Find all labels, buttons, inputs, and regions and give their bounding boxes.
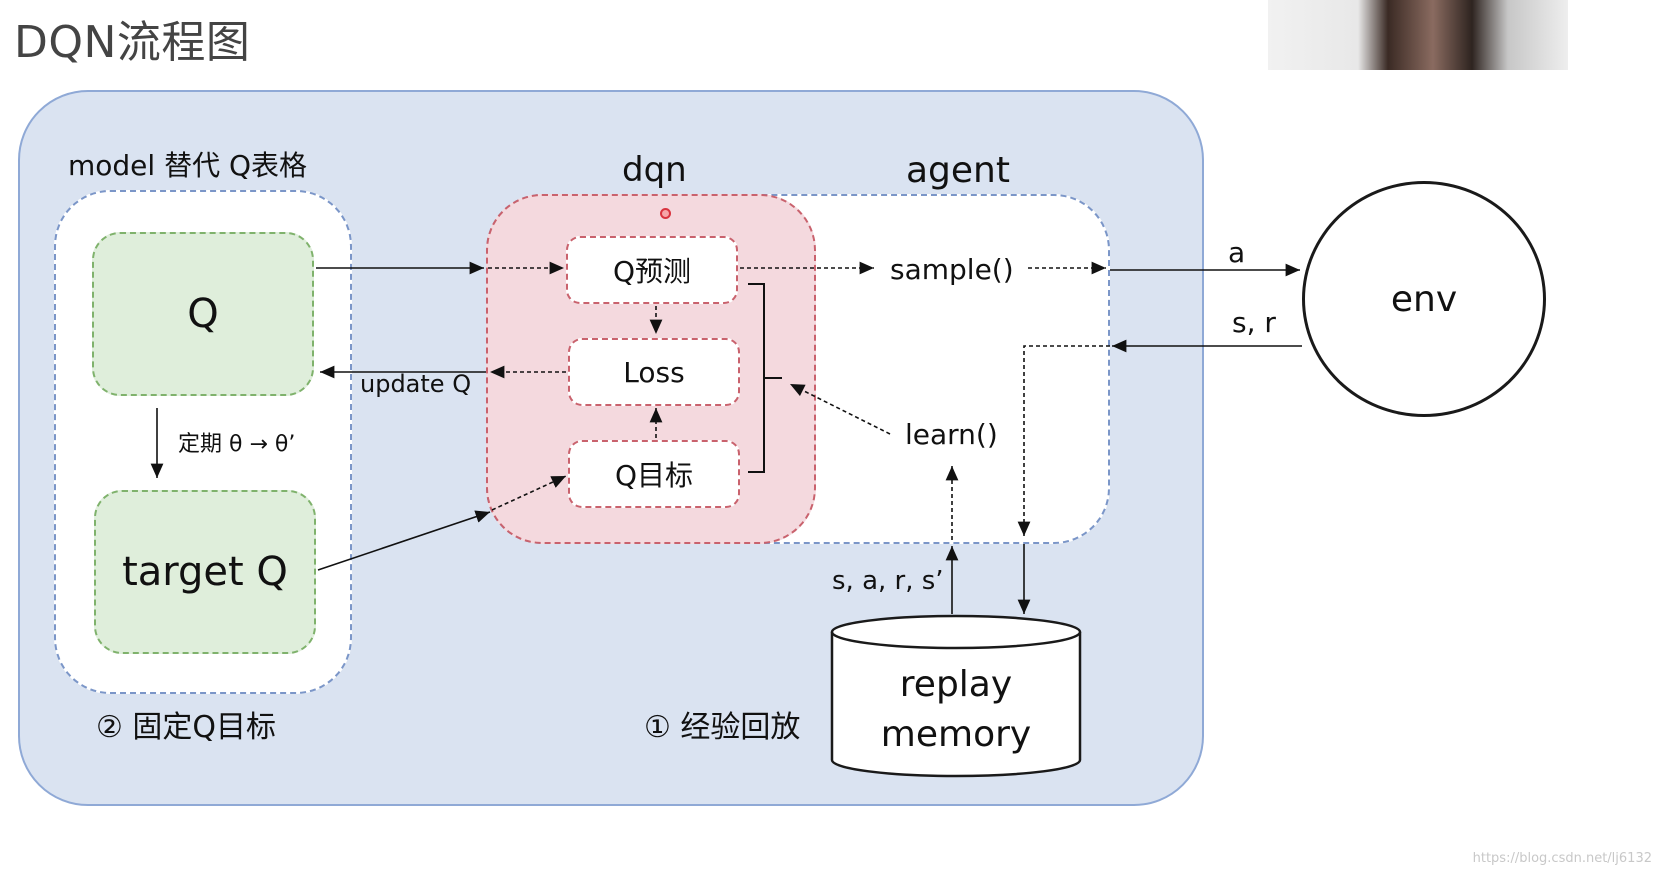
sample-method-label: sample() — [890, 253, 1014, 286]
transition-label: s, a, r, s’ — [832, 566, 944, 596]
q-target-label: Q目标 — [614, 459, 694, 492]
replay-memory-label: replay memory — [832, 660, 1080, 760]
q-predict-label: Q预测 — [612, 255, 692, 288]
q-target-node: Q目标 — [568, 440, 740, 508]
fixed-target-note: ② 固定Q目标 — [96, 710, 277, 745]
replay-memory-line2: memory — [880, 714, 1032, 755]
model-label: model 替代 Q表格 — [68, 149, 308, 182]
env-label: env — [1390, 278, 1458, 320]
edge-state-to-memory-dashed — [1017, 345, 1110, 536]
target-q-label: target Q — [122, 549, 288, 595]
env-node: env — [1302, 181, 1546, 417]
q-network-node: Q — [92, 232, 314, 396]
learn-method-label: learn() — [905, 418, 998, 451]
pointer-dot — [660, 208, 671, 219]
replay-memory-line1: replay — [899, 664, 1013, 705]
page-title: DQN流程图 — [14, 17, 251, 68]
q-predict-node: Q预测 — [566, 236, 738, 304]
experience-replay-note: ① 经验回放 — [644, 710, 801, 745]
action-label: a — [1228, 236, 1246, 269]
q-network-label: Q — [187, 291, 219, 337]
brace-right — [748, 283, 782, 473]
loss-node: Loss — [568, 338, 740, 406]
dqn-label: dqn — [622, 150, 687, 190]
state-reward-label: s, r — [1232, 306, 1276, 339]
edge-dqn-to-qtarget — [491, 475, 567, 511]
edge-targetq-to-dqn — [317, 510, 491, 571]
webcam-thumbnail — [1268, 0, 1568, 70]
update-q-label: update Q — [360, 370, 472, 398]
periodic-update-label: 定期 θ → θ’ — [178, 432, 296, 457]
watermark: https://blog.csdn.net/lj6132 — [1472, 851, 1652, 866]
edge-learn-to-brace — [789, 383, 891, 435]
target-q-network-node: target Q — [94, 490, 316, 654]
agent-label: agent — [906, 150, 1010, 191]
loss-label: Loss — [623, 355, 685, 389]
